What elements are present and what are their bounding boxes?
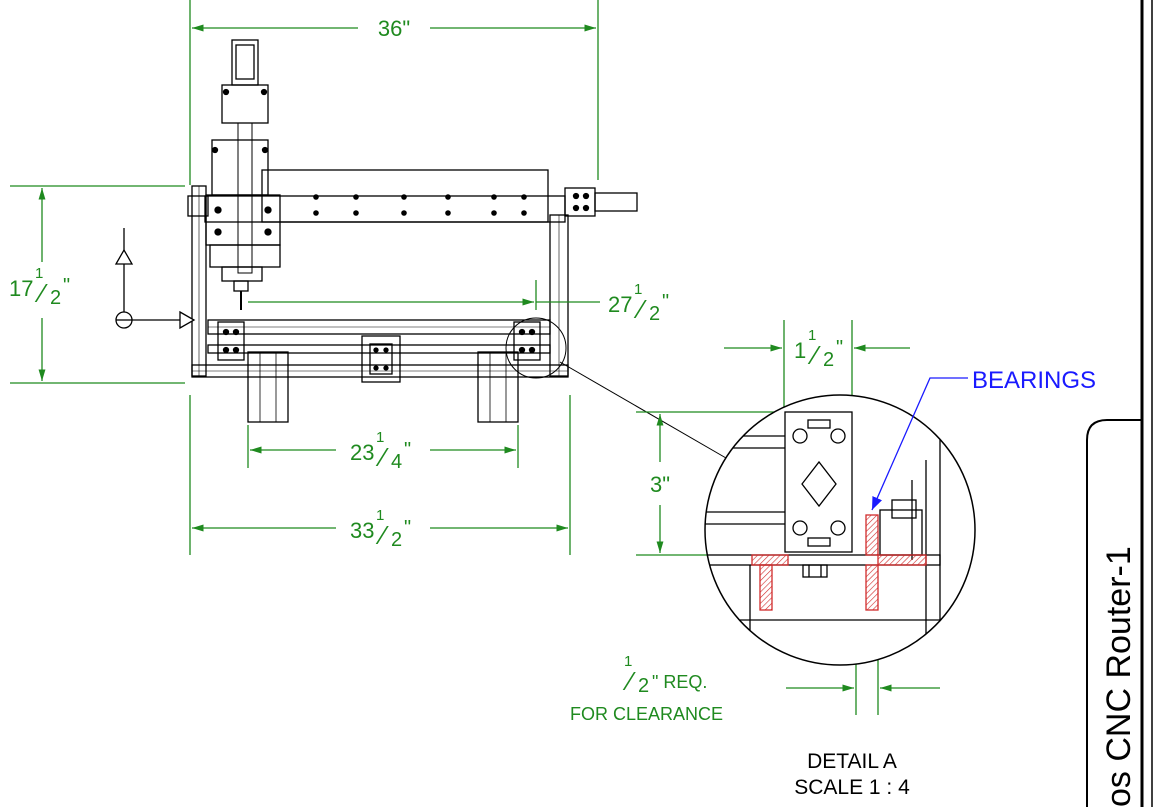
dim-33-unit: " <box>404 517 411 539</box>
dim-27-unit: " <box>662 291 669 313</box>
machine-front-view <box>187 39 727 459</box>
dim-1-half: 1 1 ⁄ 2 " <box>794 327 843 371</box>
dim-17-den: 2 <box>50 287 61 309</box>
dim-1-whole: 1 <box>794 338 806 363</box>
dim-27-slash: ⁄ <box>633 294 647 324</box>
dim-33-den: 2 <box>391 529 402 551</box>
dim-1-slash: ⁄ <box>807 340 821 370</box>
dim-27-half: 27 1 ⁄ 2 " <box>608 281 669 325</box>
bearings-label: BEARINGS <box>972 367 1096 394</box>
dim-17-unit: " <box>63 275 70 297</box>
dim-1-num: 1 <box>808 327 816 344</box>
dim-1-unit: " <box>836 337 843 359</box>
dim-17-num: 1 <box>35 265 43 282</box>
detail-a-view <box>704 394 976 666</box>
clearance-slash: ⁄ <box>622 666 636 696</box>
dim-33-slash: ⁄ <box>375 520 389 550</box>
clearance-den: 2 <box>638 675 649 697</box>
dim-23-slash: ⁄ <box>375 442 389 472</box>
dim-23-whole: 23 <box>350 440 374 465</box>
clearance-line2: FOR CLEARANCE <box>570 704 723 724</box>
dim-33-whole: 33 <box>350 518 374 543</box>
dim-33-half: 33 1 ⁄ 2 " <box>350 507 411 551</box>
dimension-lines <box>10 0 940 715</box>
dim-23-unit: " <box>404 439 411 461</box>
dim-27-whole: 27 <box>608 292 632 317</box>
dim-17-half: 17 1 ⁄ 2 " <box>9 265 70 309</box>
detail-scale: SCALE 1 : 4 <box>794 776 910 799</box>
dim-clearance: 1 ⁄ 2 " REQ. FOR CLEARANCE <box>570 653 723 724</box>
title-block: os CNC Router-1 <box>1086 0 1153 807</box>
dim-3: 3" <box>650 472 670 497</box>
dim-33-num: 1 <box>376 507 384 524</box>
title-block-text: os CNC Router-1 <box>1100 546 1138 807</box>
dim-1-den: 2 <box>823 349 834 371</box>
dim-36: 36" <box>378 16 410 41</box>
clearance-rest: " REQ. <box>652 672 707 692</box>
dim-17-whole: 17 <box>9 276 33 301</box>
bearings-leader <box>871 377 968 511</box>
dim-23-quarter: 23 1 ⁄ 4 " <box>350 429 411 473</box>
dim-17-slash: ⁄ <box>34 278 48 308</box>
dim-23-den: 4 <box>391 451 402 473</box>
dim-27-num: 1 <box>634 281 642 298</box>
dim-27-den: 2 <box>649 303 660 325</box>
clearance-num: 1 <box>624 653 632 670</box>
detail-title: DETAIL A <box>807 750 897 773</box>
dim-23-num: 1 <box>376 429 384 446</box>
axis-indicator-icon <box>114 228 196 330</box>
